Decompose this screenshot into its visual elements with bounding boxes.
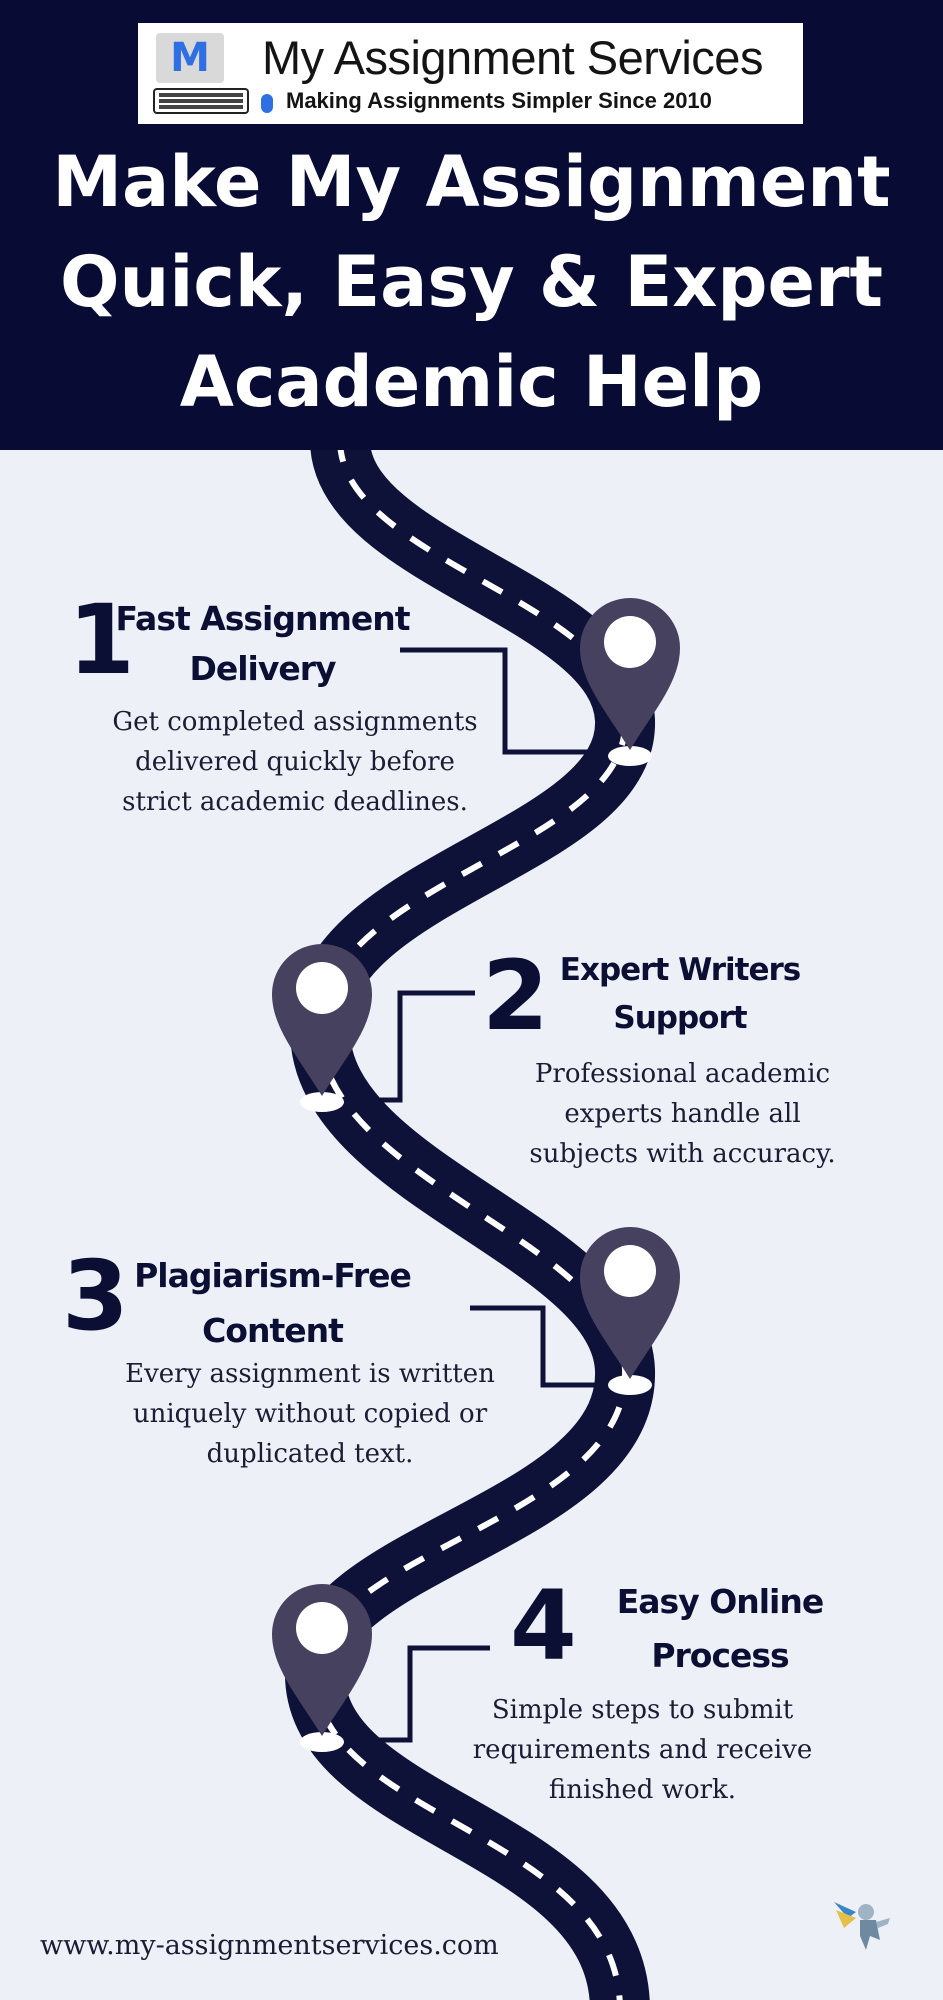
step-number-4: 4 xyxy=(510,1570,577,1682)
step-number-1: 1 xyxy=(68,584,135,696)
map-pin-icon xyxy=(580,1227,680,1395)
step-title-2-line-1: Expert Writers xyxy=(559,952,801,988)
map-pin-icon xyxy=(272,944,372,1112)
step-description-3-line-1: Every assignment is written xyxy=(125,1359,495,1389)
step-description-1: Get completed assignments delivered quic… xyxy=(90,702,500,822)
step-title-4-line-2: Process xyxy=(651,1636,789,1675)
connector-line-2 xyxy=(325,990,475,1103)
step-title-3: Plagiarism-Free Content xyxy=(120,1248,425,1358)
step-title-2: Expert Writers Support xyxy=(555,946,805,1042)
step-description-4-line-2: requirements and receive xyxy=(472,1735,813,1765)
step-description-4: Simple steps to submit requirements and … xyxy=(455,1690,830,1810)
page-title-line-3: Academic Help xyxy=(179,341,764,423)
step-description-2-line-1: Professional academic xyxy=(534,1059,831,1089)
page-title-line-2: Quick, Easy & Expert xyxy=(59,241,883,323)
map-pin-icon xyxy=(272,1584,372,1752)
step-description-1-line-2: delivered quickly before xyxy=(135,747,455,777)
step-description-2-line-3: subjects with accuracy. xyxy=(529,1139,836,1169)
step-description-4-line-3: finished work. xyxy=(548,1775,737,1805)
header-banner: M My Assignment Services Making Assignme… xyxy=(0,0,943,450)
step-title-3-line-2: Content xyxy=(202,1311,344,1350)
connector-line-1 xyxy=(400,647,620,755)
step-number-2: 2 xyxy=(482,940,549,1052)
step-description-2-line-2: experts handle all xyxy=(564,1099,801,1129)
step-title-4-line-1: Easy Online xyxy=(616,1582,825,1621)
page-title-line-1: Make My Assignment xyxy=(52,141,891,223)
step-title-1-line-2: Delivery xyxy=(189,649,336,688)
logo-m-icon: M xyxy=(156,33,224,83)
step-title-1: Fast Assignment Delivery xyxy=(110,594,415,694)
step-description-4-line-1: Simple steps to submit xyxy=(491,1695,794,1725)
step-description-3-line-3: duplicated text. xyxy=(206,1439,414,1469)
step-description-1-line-1: Get completed assignments xyxy=(112,707,478,737)
keyboard-icon xyxy=(153,88,249,114)
step-number-3: 3 xyxy=(62,1240,129,1352)
mascot-icon xyxy=(834,1902,890,1950)
step-description-1-line-3: strict academic deadlines. xyxy=(122,787,468,817)
map-pin-icon xyxy=(580,598,680,766)
brand-logo: M My Assignment Services Making Assignme… xyxy=(138,23,803,124)
step-title-2-line-2: Support xyxy=(613,1000,747,1036)
step-title-3-line-1: Plagiarism-Free xyxy=(134,1256,412,1295)
website-url: www.my-assignmentservices.com xyxy=(40,1930,499,1961)
step-description-2: Professional academic experts handle all… xyxy=(500,1054,865,1174)
step-title-4: Easy Online Process xyxy=(595,1575,845,1683)
mouse-icon xyxy=(261,94,273,113)
brand-tagline: Making Assignments Simpler Since 2010 xyxy=(286,88,712,113)
connector-line-4 xyxy=(325,1645,490,1743)
step-description-3-line-2: uniquely without copied or xyxy=(132,1399,488,1429)
step-description-3: Every assignment is written uniquely wit… xyxy=(105,1354,515,1474)
connector-line-3 xyxy=(470,1305,622,1388)
brand-name: My Assignment Services xyxy=(262,31,763,84)
step-title-1-line-1: Fast Assignment xyxy=(115,599,410,638)
page-title: Make My Assignment Quick, Easy & Expert … xyxy=(0,132,943,432)
logo-mark-letter: M xyxy=(170,35,210,81)
